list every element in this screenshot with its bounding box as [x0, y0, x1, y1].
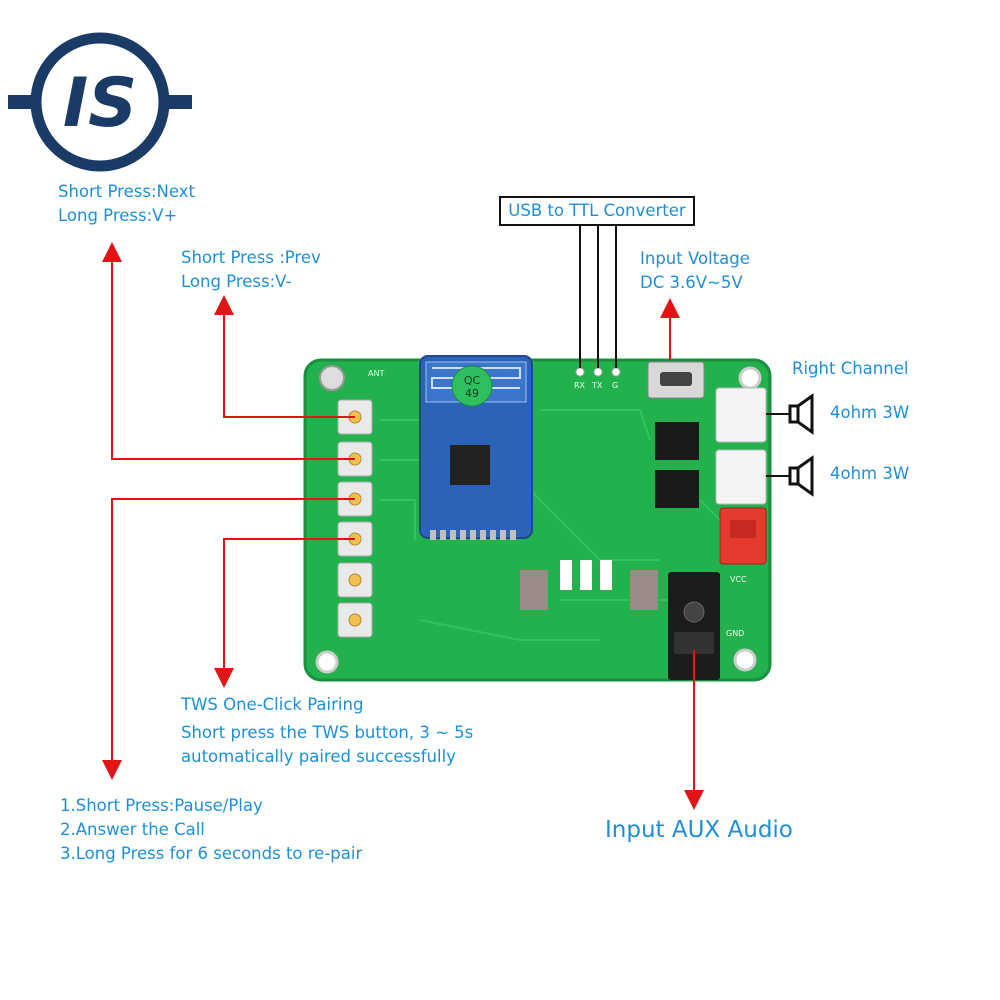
g-pad — [611, 367, 621, 377]
prev-label-line1: Short Press :Prev — [181, 248, 321, 267]
play-pointer — [102, 498, 355, 780]
qc-badge — [451, 365, 493, 407]
speaker2-label: 4ohm 3W — [830, 464, 910, 483]
audio-jack — [668, 572, 720, 680]
play-line1: 1.Short Press:Pause/Play — [60, 796, 263, 815]
play-line2: 2.Answer the Call — [60, 820, 205, 839]
speaker-connectors — [715, 387, 767, 565]
next-pointer — [102, 242, 355, 460]
speaker-connector-2 — [715, 449, 767, 505]
logo: IS — [8, 32, 192, 172]
hole-bottom-right — [733, 648, 757, 672]
smd-part-2 — [580, 560, 592, 590]
bt-chip — [450, 445, 490, 485]
rx-mark: RX — [574, 381, 586, 390]
right-channel-label: Right Channel — [792, 359, 909, 378]
speaker-connector-1 — [715, 387, 767, 443]
amp-ic-2 — [655, 470, 699, 508]
uart-wires — [579, 226, 617, 368]
speaker1-label: 4ohm 3W — [830, 403, 910, 422]
input-voltage-label: Input Voltage DC 3.6V~5V — [640, 247, 750, 295]
bluetooth-module: QC 49 — [419, 355, 533, 540]
prev-label: Short Press :Prev Long Press:V- — [181, 246, 321, 294]
amp-ic-1 — [655, 422, 699, 460]
vcc-mark: VCC — [730, 575, 747, 584]
mounting-holes — [315, 365, 762, 674]
hole-bottom-left — [315, 650, 339, 674]
aux-label: Input AUX Audio — [605, 817, 793, 843]
uart-pads: RX TX G — [574, 367, 621, 390]
logo-ring — [30, 32, 170, 172]
input-voltage-line2: DC 3.6V~5V — [640, 273, 743, 292]
capacitor-2 — [630, 570, 658, 610]
usb-ttl-label: USB to TTL Converter — [499, 196, 695, 226]
smd-part-1 — [560, 560, 572, 590]
input-voltage-line1: Input Voltage — [640, 249, 750, 268]
hole-top-right — [738, 366, 762, 390]
prev-label-line2: Long Press:V- — [181, 272, 292, 291]
usb-connector — [647, 361, 705, 399]
next-label: Short Press:Next Long Press:V+ — [58, 180, 195, 228]
tws-line2: automatically paired successfully — [181, 747, 456, 766]
prev-pointer — [214, 295, 355, 418]
qc-badge-text-2: 49 — [465, 387, 479, 400]
button-5 — [337, 562, 373, 598]
qc-badge-text-1: QC — [464, 374, 481, 387]
logo-text: IS — [63, 64, 137, 143]
play-label: 1.Short Press:Pause/Play 2.Answer the Ca… — [60, 794, 362, 866]
pcb-edge — [303, 358, 772, 682]
tx-mark: TX — [591, 381, 603, 390]
pointer-lines — [102, 242, 704, 810]
button-6 — [337, 602, 373, 638]
tws-pointer — [214, 538, 355, 688]
gnd-mark: GND — [726, 629, 744, 638]
module-pads — [430, 530, 516, 540]
tws-title: TWS One-Click Pairing — [181, 695, 364, 714]
speaker-icon — [766, 393, 814, 435]
play-line3: 3.Long Press for 6 seconds to re-pair — [60, 844, 363, 863]
smd-part-3 — [600, 560, 612, 590]
rx-pad — [575, 367, 585, 377]
speaker-icon — [766, 455, 814, 497]
tws-line1: Short press the TWS button, 3 ~ 5s — [181, 723, 474, 742]
next-label-line2: Long Press:V+ — [58, 206, 178, 225]
capacitor-1 — [520, 570, 548, 610]
pcb-board: QC 49 ANT RX TX G — [303, 355, 772, 682]
ant-mark: ANT — [368, 369, 384, 378]
tx-pad — [593, 367, 603, 377]
tws-label: TWS One-Click Pairing Short press the TW… — [181, 693, 473, 769]
hole-top-left — [319, 365, 345, 391]
g-mark: G — [612, 381, 618, 390]
next-label-line1: Short Press:Next — [58, 182, 195, 201]
